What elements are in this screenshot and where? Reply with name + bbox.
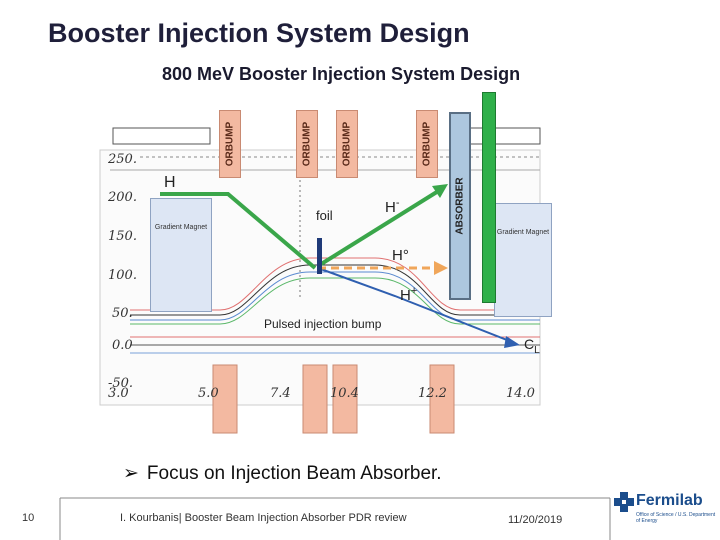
absorber-block: ABSORBER (449, 112, 471, 300)
orbump-magnet-2: ORBUMP (296, 110, 318, 178)
y-tick-neg50: -50. (108, 376, 134, 391)
bullet-text: Focus on Injection Beam Absorber. (146, 463, 442, 484)
hminus-left-label: H (164, 174, 176, 191)
bullet-arrow-icon: ➢ (123, 463, 139, 484)
x-tick-10: 10.4 (330, 386, 359, 401)
x-tick-12: 12.2 (418, 386, 447, 401)
orbump-magnet-4: ORBUMP (416, 110, 438, 178)
gradient-magnet-right: Gradient Magnet (494, 203, 552, 317)
page-number: 10 (22, 512, 35, 524)
x-tick-5: 5.0 (198, 386, 219, 401)
y-tick-200: 200. (108, 190, 137, 205)
gradient-magnet-left: Gradient Magnet (150, 198, 212, 312)
footer-date: 11/20/2019 (508, 514, 563, 526)
hminus-to-absorber-beam (316, 188, 442, 268)
x-tick-14: 14.0 (506, 386, 535, 401)
hminus-label: H- (385, 197, 400, 216)
lower-magnet-3 (332, 364, 358, 434)
centerline-label: CL (524, 336, 540, 356)
y-tick-100: 100. (108, 268, 137, 283)
y-tick-0: 0.0 (112, 338, 133, 353)
fermilab-wordmark: Fermilab (636, 492, 703, 509)
fermilab-logo: Fermilab Office of Science / U.S. Depart… (614, 490, 718, 530)
y-tick-250: 250. (108, 152, 137, 167)
lower-magnet-2 (302, 364, 328, 434)
hplus-beam (317, 267, 513, 343)
hminus-incoming-beam (160, 192, 317, 270)
fermilab-tagline: Office of Science / U.S. Department of E… (636, 512, 716, 524)
beam-pipe-left (112, 127, 211, 145)
absorber-shield-bar (482, 92, 496, 303)
orbump-magnet-1: ORBUMP (219, 110, 241, 178)
fermilab-mark-icon (614, 492, 634, 512)
orbump-magnet-3: ORBUMP (336, 110, 358, 178)
lower-magnet-4 (429, 364, 455, 434)
bullet-point: ➢ Focus on Injection Beam Absorber. (123, 462, 442, 485)
foil (317, 238, 322, 274)
x-tick-3: 3.0 (108, 386, 129, 401)
footer-presenter: I. Kourbanis| Booster Beam Injection Abs… (120, 512, 407, 524)
diagram-subtitle: 800 MeV Booster Injection System Design (162, 64, 521, 84)
y-tick-150: 150. (108, 229, 137, 244)
foil-label: foil (316, 208, 333, 223)
pulsed-bump-label: Pulsed injection bump (264, 317, 382, 331)
x-tick-7: 7.4 (270, 386, 291, 401)
y-tick-50: 50. (112, 306, 133, 321)
slide-title: Booster Injection System Design (48, 18, 470, 48)
lower-magnet-1 (212, 364, 238, 434)
hplus-label: H+ (400, 285, 418, 304)
h0-label: H° (392, 247, 409, 264)
